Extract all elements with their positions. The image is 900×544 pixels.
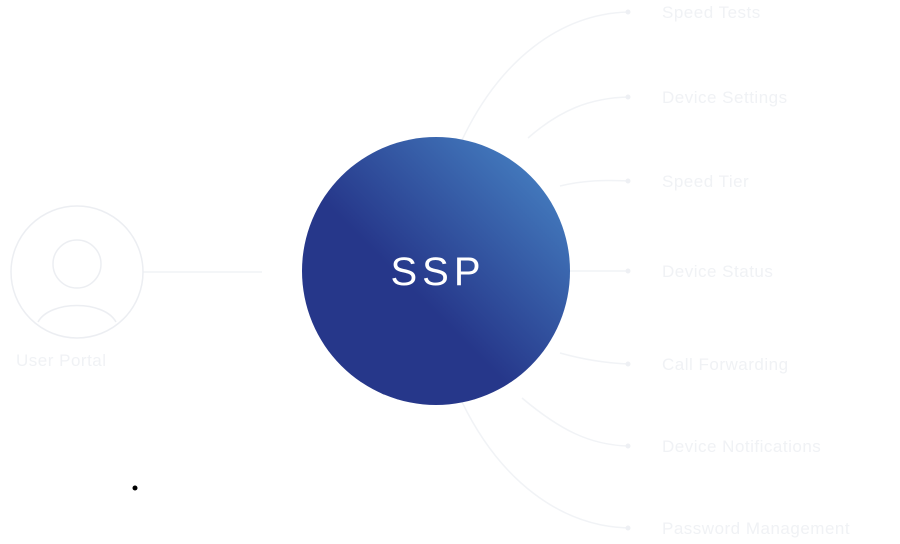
stray-dot bbox=[132, 485, 138, 491]
connector-speed-tests bbox=[461, 11, 629, 141]
hub-circle bbox=[302, 137, 570, 405]
connector-device-notifications bbox=[521, 397, 629, 447]
hub-label: SSP bbox=[390, 250, 485, 294]
connector-password-management bbox=[461, 401, 629, 529]
connector-device-settings bbox=[527, 96, 629, 139]
connector-dots bbox=[625, 9, 631, 531]
feature-label-speed-tier: Speed Tier bbox=[662, 172, 749, 191]
ssp-hub: SSP bbox=[302, 137, 570, 405]
feature-label-call-forwarding: Call Forwarding bbox=[662, 355, 789, 374]
feature-label-password-management: Password Management bbox=[662, 519, 850, 538]
feature-label-device-status: Device Status bbox=[662, 262, 773, 281]
connector-speed-tier bbox=[559, 179, 629, 187]
user-portal-label: User Portal bbox=[16, 351, 107, 370]
connector-call-forwarding bbox=[559, 352, 629, 365]
feature-label-device-notifications: Device Notifications bbox=[662, 437, 821, 456]
user-icon bbox=[10, 205, 144, 339]
feature-label-device-settings: Device Settings bbox=[662, 88, 788, 107]
user-portal: User Portal bbox=[10, 205, 144, 370]
feature-labels: Speed Tests Device Settings Speed Tier D… bbox=[662, 3, 850, 538]
connector-lines bbox=[143, 11, 629, 529]
feature-label-speed-tests: Speed Tests bbox=[662, 3, 761, 22]
